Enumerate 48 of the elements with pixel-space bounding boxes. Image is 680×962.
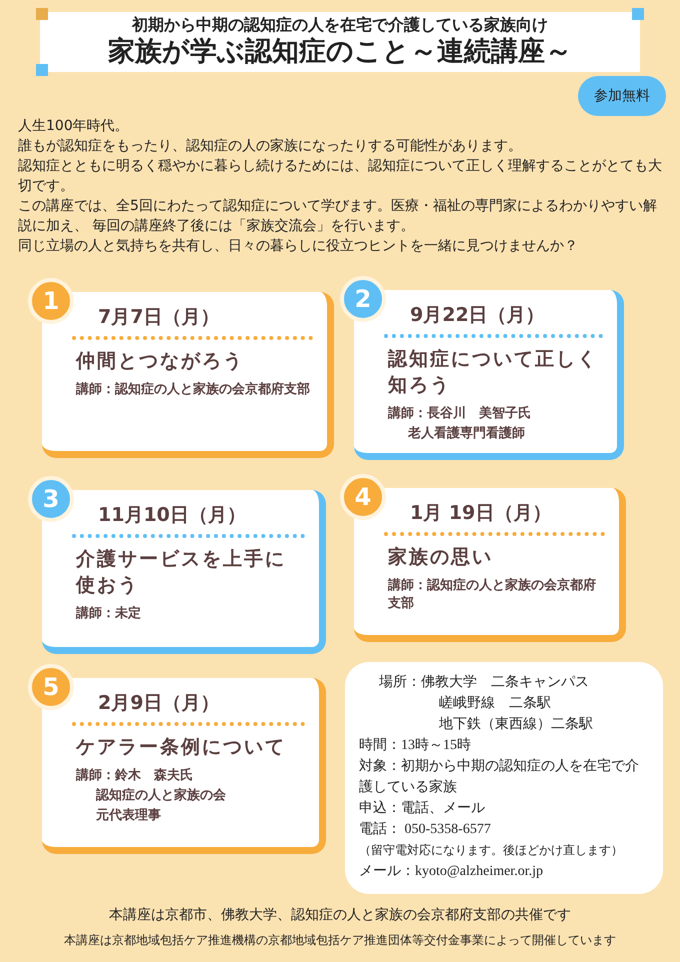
subtitle-text: 初期から中期の認知症の人を在宅で介護している家族向け xyxy=(132,14,548,36)
info-text: （留守電対応になります。後ほどかけ直します） xyxy=(359,842,624,859)
lecturer-text: 講師：認知症の人と家族の会京都府支部 xyxy=(388,576,597,612)
lecture-title: 家族の思い xyxy=(388,545,494,570)
intro-text: 誰もが認知症をもったり、認知症の人の家族になったりする可能性があります。 xyxy=(18,137,523,156)
intro-text: 認知症とともに明るく穏やかに暮らし続けるためには、認知症について正しく理解することがとても大切です。 xyxy=(18,157,663,196)
lecture-card xyxy=(42,292,334,458)
info-text: メール：kyoto@alzheimer.or.jp xyxy=(359,863,544,881)
session-number: 2 xyxy=(340,276,386,322)
date-text: 1月 19日（月） xyxy=(384,500,605,536)
intro-text: 同じ立場の人と気持ちを共有し、日々の暮らしに役立つヒントを一緒に見つけませんか？ xyxy=(18,237,579,256)
footer-note: 本講座は京都市、佛教大学、認知症の人と家族の会京都府支部の共催です xyxy=(108,906,572,924)
lecture-title: ケアラー条例について xyxy=(76,735,287,760)
date-text: 7月7日（月） xyxy=(72,304,313,340)
info-text: 時間：13時～15時 xyxy=(359,736,472,755)
lecturer-text: 講師：長谷川 美智子氏 xyxy=(388,404,532,422)
lecture-title: 認知症について正しく知ろう xyxy=(388,347,599,398)
info-text: 対象：初期から中期の認知症の人を在宅で介護している家族 xyxy=(359,757,640,797)
lecturer-text: 認知症の人と家族の会 xyxy=(94,786,227,804)
footer-note: 本講座は京都地域包括ケア推進機構の京都地域包括ケア推進団体等交付金事業によって開催しています xyxy=(63,932,617,949)
date-text: 9月22日（月） xyxy=(384,302,603,338)
session-number: 5 xyxy=(28,664,74,710)
lecture-card xyxy=(42,678,326,854)
date-text: 11月10日（月） xyxy=(72,502,305,538)
info-text: 電話： 050-5358-6577 xyxy=(359,820,492,839)
title-text: 家族が学ぶ認知症のこと～連続講座～ xyxy=(108,36,572,68)
info-text: 嵯峨野線 二条駅 xyxy=(438,694,552,713)
lecture-title: 介護サービスを上手に使おう xyxy=(76,547,287,598)
lecture-card xyxy=(42,490,326,654)
date-text: 2月9日（月） xyxy=(72,690,305,726)
session-number: 4 xyxy=(340,474,386,520)
info-text: 申込：電話、メール xyxy=(359,800,486,818)
info-card xyxy=(345,662,663,894)
lecturer-text: 元代表理事 xyxy=(95,807,162,824)
intro-text: 人生100年時代。 xyxy=(18,117,130,136)
lecturer-text: 老人看護専門看護師 xyxy=(406,424,526,442)
lecture-card xyxy=(354,488,626,642)
lecturer-text: 講師：未定 xyxy=(76,604,142,622)
intro-text: この講座では、全5回にわたって認知症について学びます。医療・福祉の専門家によるわかりやすい解説に加え、 毎回の講座終了後には「家族交流会」を行います。 xyxy=(18,197,658,236)
lecture-title: 仲間とつながろう xyxy=(76,349,245,374)
session-number: 1 xyxy=(28,278,74,324)
info-text: 地下鉄（東西線）二条駅 xyxy=(438,716,594,734)
session-number: 3 xyxy=(28,476,74,522)
free-admission-badge: 参加無料 xyxy=(578,76,666,116)
info-text: 場所：佛教大学 二条キャンパス xyxy=(378,674,590,692)
lecture-card xyxy=(354,290,624,460)
lecturer-text: 講師：鈴木 森夫氏 xyxy=(76,766,194,784)
lecturer-text: 講師：認知症の人と家族の会京都府支部 xyxy=(76,380,311,398)
